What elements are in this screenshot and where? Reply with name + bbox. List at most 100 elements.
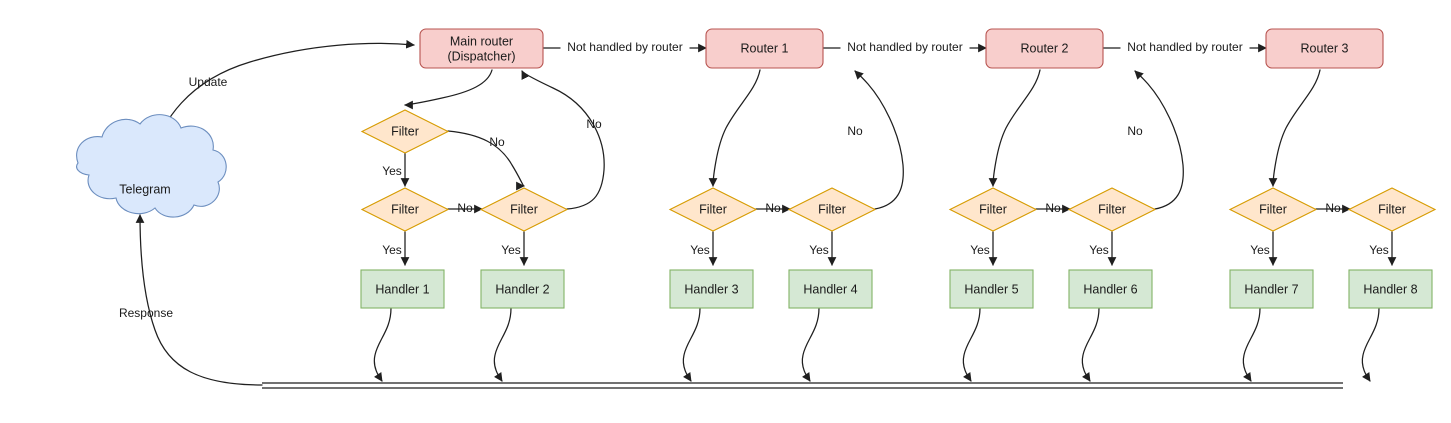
handler4-box xyxy=(788,269,873,309)
edge-label-no-8: No xyxy=(1325,201,1341,215)
edge-handler7-to-bus xyxy=(1242,307,1261,382)
handler2-box xyxy=(480,269,565,309)
handler5-box xyxy=(949,269,1034,309)
filter6-label: Filter xyxy=(1098,202,1126,216)
filter-node-0[interactable]: Filter xyxy=(360,109,450,154)
filter2-label: Filter xyxy=(510,202,538,216)
edge-label-no-4: No xyxy=(847,124,863,138)
handler1-box xyxy=(360,269,445,309)
filter-node-7[interactable]: Filter xyxy=(1228,187,1318,232)
edge-label-no-1: No xyxy=(489,135,505,149)
edge-filter4-no-router1 xyxy=(854,70,904,210)
filter-node-5[interactable]: Filter xyxy=(948,187,1038,232)
filter2-diamond xyxy=(479,187,569,232)
filter-node-6[interactable]: Filter xyxy=(1067,187,1157,232)
edge-label-no-6: No xyxy=(1127,124,1143,138)
edge-mainrouter-to-filter0 xyxy=(404,69,493,110)
edge-label-response: Response xyxy=(119,306,173,320)
telegram-cloud-node[interactable]: Telegram xyxy=(76,114,227,218)
filter0-diamond xyxy=(360,109,450,154)
edge-label-yes-3: Yes xyxy=(501,243,521,257)
edge-router1-to-filter3 xyxy=(708,69,761,187)
edge-label-yes-8: Yes xyxy=(1250,243,1270,257)
edge-label-yes-1: Yes xyxy=(382,164,402,178)
handler7-label: Handler 7 xyxy=(1244,282,1298,296)
edge-handler2-to-bus xyxy=(493,307,512,382)
handler-node-7[interactable]: Handler 7 xyxy=(1229,269,1314,309)
router2-label: Router 2 xyxy=(1021,41,1069,55)
edge-label-yes-2: Yes xyxy=(382,243,402,257)
router1-label: Router 1 xyxy=(741,41,789,55)
router2-box xyxy=(985,28,1104,69)
handler7-box xyxy=(1229,269,1314,309)
edge-filter2-no-mainrouter xyxy=(521,70,605,210)
filter-node-2[interactable]: Filter xyxy=(479,187,569,232)
edge-label-update: Update xyxy=(189,75,228,89)
filter4-label: Filter xyxy=(818,202,846,216)
main-router-box xyxy=(419,28,544,69)
filter3-diamond xyxy=(668,187,758,232)
filter-node-1[interactable]: Filter xyxy=(360,187,450,232)
handler3-label: Handler 3 xyxy=(684,282,738,296)
edge-filter0-no-filter2 xyxy=(447,130,525,191)
handler-node-1[interactable]: Handler 1 xyxy=(360,269,445,309)
edge-handler5-to-bus xyxy=(962,307,981,382)
edge-label-yes-9: Yes xyxy=(1369,243,1389,257)
filter-node-3[interactable]: Filter xyxy=(668,187,758,232)
filter0-label: Filter xyxy=(391,124,419,138)
router1-box xyxy=(705,28,824,69)
filter7-label: Filter xyxy=(1259,202,1287,216)
router-node-1[interactable]: Router 1 xyxy=(705,28,824,69)
edge-router3-to-filter7 xyxy=(1268,69,1321,187)
filter1-label: Filter xyxy=(391,202,419,216)
router3-label: Router 3 xyxy=(1301,41,1349,55)
router-node-2[interactable]: Router 2 xyxy=(985,28,1104,69)
router-node-3[interactable]: Router 3 xyxy=(1265,28,1384,69)
filter-node-4[interactable]: Filter xyxy=(787,187,877,232)
handler-node-2[interactable]: Handler 2 xyxy=(480,269,565,309)
filter8-diamond xyxy=(1347,187,1437,232)
router-node-main[interactable]: Main router (Dispatcher) xyxy=(419,28,544,69)
edge-label-no-7: No xyxy=(1045,201,1061,215)
edge-label-not-handled-1: Not handled by router xyxy=(567,40,682,54)
edge-response-to-telegram xyxy=(135,214,263,386)
handler-node-4[interactable]: Handler 4 xyxy=(788,269,873,309)
main-router-label-line2: (Dispatcher) xyxy=(447,49,515,63)
edge-label-no-2: No xyxy=(586,117,602,131)
edge-handler8-to-bus xyxy=(1361,307,1380,382)
filter1-diamond xyxy=(360,187,450,232)
filter5-label: Filter xyxy=(979,202,1007,216)
handler-node-3[interactable]: Handler 3 xyxy=(669,269,754,309)
router3-box xyxy=(1265,28,1384,69)
handler5-label: Handler 5 xyxy=(964,282,1018,296)
edge-handler4-to-bus xyxy=(801,307,820,382)
edge-label-yes-4: Yes xyxy=(690,243,710,257)
telegram-label: Telegram xyxy=(119,182,170,196)
main-router-label-line1: Main router xyxy=(450,34,513,48)
edge-label-no-5: No xyxy=(765,201,781,215)
filter8-label: Filter xyxy=(1378,202,1406,216)
edge-handler3-to-bus xyxy=(682,307,701,382)
filter5-diamond xyxy=(948,187,1038,232)
handler8-label: Handler 8 xyxy=(1363,282,1417,296)
edge-label-not-handled-2: Not handled by router xyxy=(847,40,962,54)
handler3-box xyxy=(669,269,754,309)
edge-label-yes-6: Yes xyxy=(970,243,990,257)
edge-label-not-handled-3: Not handled by router xyxy=(1127,40,1242,54)
handler-node-8[interactable]: Handler 8 xyxy=(1348,269,1433,309)
edge-label-yes-5: Yes xyxy=(809,243,829,257)
handler2-label: Handler 2 xyxy=(495,282,549,296)
edge-handler6-to-bus xyxy=(1081,307,1100,382)
handler8-box xyxy=(1348,269,1433,309)
cloud-icon xyxy=(76,114,227,218)
filter7-diamond xyxy=(1228,187,1318,232)
edge-filter6-no-router2 xyxy=(1134,70,1184,210)
edge-label-yes-7: Yes xyxy=(1089,243,1109,257)
filter-node-8[interactable]: Filter xyxy=(1347,187,1437,232)
handler-node-6[interactable]: Handler 6 xyxy=(1068,269,1153,309)
handler-node-5[interactable]: Handler 5 xyxy=(949,269,1034,309)
edge-handler1-to-bus xyxy=(373,307,392,382)
handler6-label: Handler 6 xyxy=(1083,282,1137,296)
